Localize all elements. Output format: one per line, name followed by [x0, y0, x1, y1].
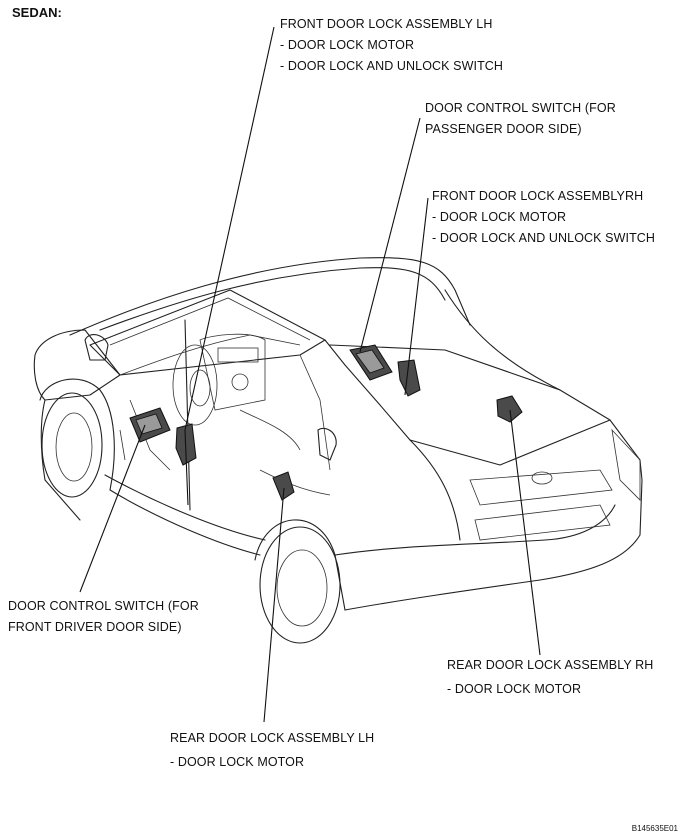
- interior-dashboard: [119, 333, 301, 471]
- callout-rear-rh-title: REAR DOOR LOCK ASSEMBLY RH: [447, 658, 654, 672]
- callout-front-lh: FRONT DOOR LOCK ASSEMBLY LH - DOOR LOCK …: [280, 14, 503, 77]
- diagram-heading: SEDAN:: [12, 5, 62, 20]
- callout-driver-switch-line: DOOR CONTROL SWITCH (FOR: [8, 599, 199, 613]
- callout-front-lh-item: - DOOR LOCK MOTOR: [280, 38, 415, 52]
- figure-code: B145635E01: [631, 824, 678, 833]
- callout-front-rh: FRONT DOOR LOCK ASSEMBLYRH - DOOR LOCK M…: [432, 186, 655, 249]
- callout-driver-switch: DOOR CONTROL SWITCH (FOR FRONT DRIVER DO…: [8, 596, 199, 638]
- callout-rear-rh: REAR DOOR LOCK ASSEMBLY RH - DOOR LOCK M…: [447, 653, 653, 701]
- callout-front-rh-title: FRONT DOOR LOCK ASSEMBLYRH: [432, 189, 644, 203]
- callout-front-rh-item: - DOOR LOCK MOTOR: [432, 210, 567, 224]
- leader-lines: [79, 26, 541, 723]
- callout-passenger-switch-line: DOOR CONTROL SWITCH (FOR: [425, 101, 616, 115]
- callout-front-rh-item: - DOOR LOCK AND UNLOCK SWITCH: [432, 231, 656, 245]
- callout-passenger-switch: DOOR CONTROL SWITCH (FOR PASSENGER DOOR …: [425, 98, 616, 140]
- rear-lh-lock-marker: [272, 471, 295, 501]
- front-rh-lock-marker: [397, 359, 421, 397]
- callout-front-lh-item: - DOOR LOCK AND UNLOCK SWITCH: [280, 59, 504, 73]
- callout-driver-switch-line: FRONT DRIVER DOOR SIDE): [8, 620, 182, 634]
- rear-rh-lock-marker: [496, 395, 523, 423]
- callout-rear-lh: REAR DOOR LOCK ASSEMBLY LH - DOOR LOCK M…: [170, 726, 374, 774]
- callout-rear-lh-item: - DOOR LOCK MOTOR: [170, 755, 305, 769]
- car-body-outline: [33, 257, 643, 644]
- callout-rear-lh-title: REAR DOOR LOCK ASSEMBLY LH: [170, 731, 375, 745]
- callout-passenger-switch-line: PASSENGER DOOR SIDE): [425, 122, 582, 136]
- callout-rear-rh-item: - DOOR LOCK MOTOR: [447, 682, 582, 696]
- component-markers: [129, 344, 523, 501]
- callout-front-lh-title: FRONT DOOR LOCK ASSEMBLY LH: [280, 17, 493, 31]
